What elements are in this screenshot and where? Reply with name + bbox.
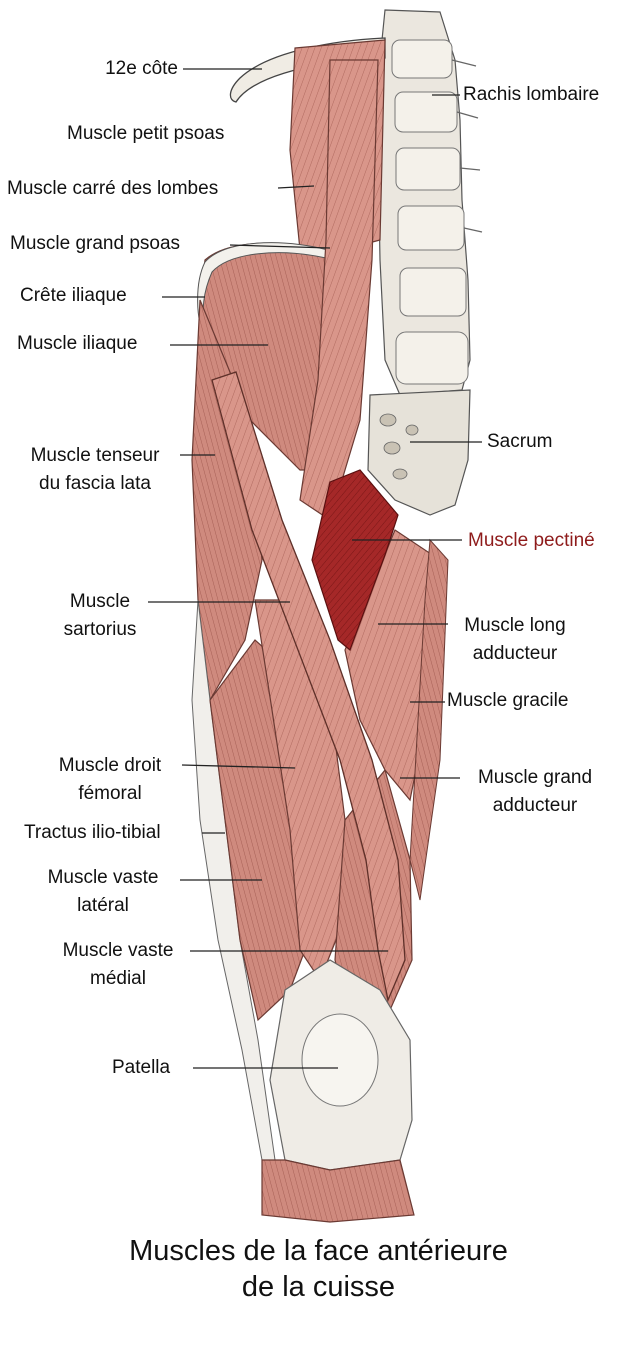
label-vastus-lateralis: Muscle vaste latéral bbox=[30, 864, 176, 920]
label-sartorius-line2: sartorius bbox=[63, 619, 137, 640]
label-psoas-minor: Muscle petit psoas bbox=[67, 123, 225, 144]
label-12th-rib: 12e côte bbox=[105, 58, 178, 79]
patella bbox=[301, 1013, 379, 1107]
sacrum bbox=[367, 389, 471, 516]
label-add-long-line2: adducteur bbox=[472, 643, 558, 664]
label-rectus-femoris: Muscle droit fémoral bbox=[38, 752, 182, 808]
label-rectus-line2: fémoral bbox=[78, 783, 142, 804]
label-iliacus: Muscle iliaque bbox=[17, 333, 138, 354]
label-lumbar-spine: Rachis lombaire bbox=[463, 84, 600, 105]
label-add-mag-line1: Muscle grand bbox=[477, 767, 593, 788]
label-rectus-line1: Muscle droit bbox=[58, 755, 162, 776]
label-patella: Patella bbox=[112, 1057, 171, 1078]
lower-leg bbox=[261, 1159, 415, 1223]
label-iliotibial-tract: Tractus ilio-tibial bbox=[24, 822, 161, 843]
label-tfl-line2: du fascia lata bbox=[39, 473, 151, 494]
label-vmed-line2: médial bbox=[90, 968, 146, 989]
label-vmed-line1: Muscle vaste bbox=[62, 940, 174, 961]
label-vastus-medialis: Muscle vaste médial bbox=[46, 937, 190, 993]
label-sartorius-line1: Muscle bbox=[69, 591, 131, 612]
label-pectineus: Muscle pectiné bbox=[468, 530, 595, 551]
leader-lines bbox=[148, 68, 482, 1069]
caption-line2: de la cuisse bbox=[241, 1271, 396, 1303]
caption-line1: Muscles de la face antérieure bbox=[129, 1235, 508, 1267]
gracilis bbox=[409, 538, 449, 901]
label-tfl-line1: Muscle tenseur bbox=[30, 445, 160, 466]
label-gracilis: Muscle gracile bbox=[447, 690, 569, 711]
label-sartorius: Muscle sartorius bbox=[52, 588, 148, 644]
pectineus-muscle bbox=[311, 469, 399, 652]
label-iliac-crest: Crête iliaque bbox=[20, 285, 127, 306]
label-vlat-line1: Muscle vaste bbox=[47, 867, 159, 888]
lumbar-spine bbox=[377, 9, 483, 396]
label-add-mag-line2: adducteur bbox=[492, 795, 578, 816]
figure-caption: Muscles de la face antérieure de la cuis… bbox=[0, 1233, 637, 1305]
sartorius bbox=[211, 371, 406, 1003]
label-adductor-longus: Muscle long adducteur bbox=[448, 612, 582, 668]
label-quadratus-lumborum: Muscle carré des lombes bbox=[7, 178, 219, 199]
label-adductor-magnus: Muscle grand adducteur bbox=[460, 764, 610, 820]
label-vlat-line2: latéral bbox=[77, 895, 129, 916]
label-sacrum: Sacrum bbox=[487, 431, 553, 452]
label-tensor-fasciae-latae: Muscle tenseur du fascia lata bbox=[10, 442, 180, 498]
label-add-long-line1: Muscle long bbox=[464, 615, 566, 636]
label-psoas-major: Muscle grand psoas bbox=[10, 233, 181, 254]
